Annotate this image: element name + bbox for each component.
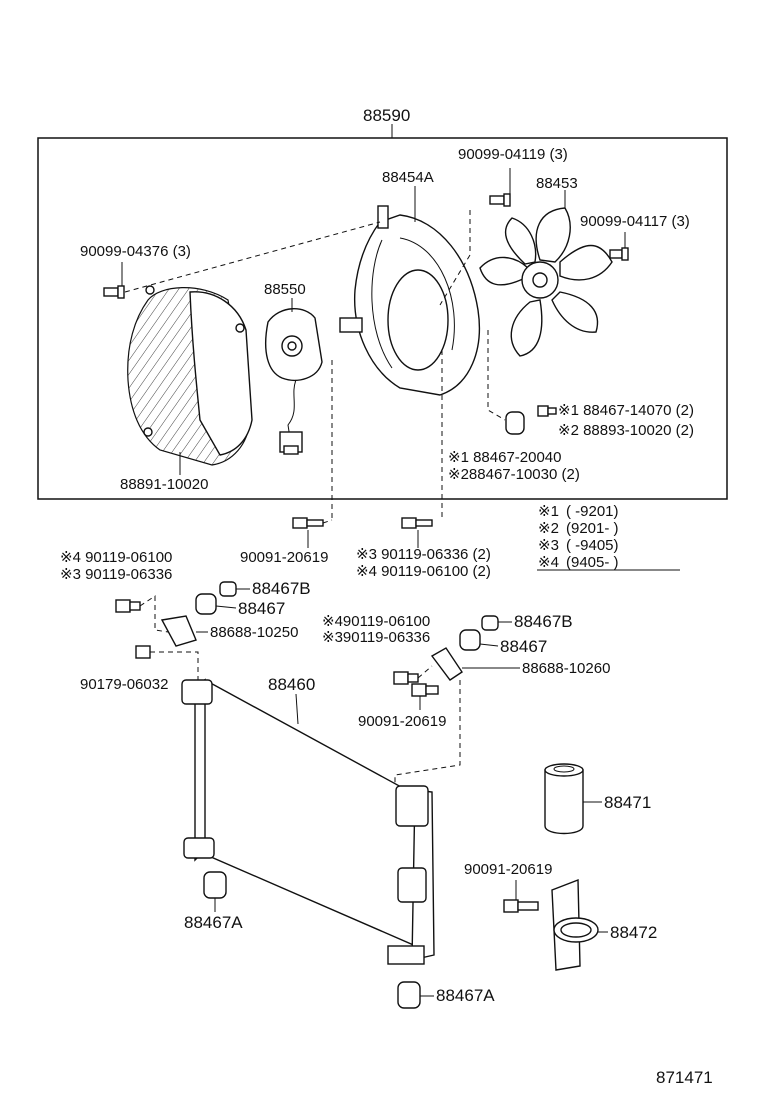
legend-mark-4: ※4	[538, 554, 559, 571]
label-bolt-drier: 90091-20619	[464, 861, 552, 878]
label-cushion-b-left: 88467B	[252, 579, 311, 598]
legend-mark-1: ※1	[538, 503, 559, 520]
cooling-fan-icon	[479, 190, 613, 357]
label-nut-left: 90179-06032	[80, 676, 168, 693]
legend-mark-3: ※3	[538, 537, 559, 554]
label-motor: 88550	[264, 281, 306, 298]
label-shroud-a: 88454A	[382, 169, 434, 186]
label-mount-a-right: 88467A	[436, 986, 495, 1005]
mount-a-right-icon	[397, 981, 434, 1009]
legend: ※1 ( -9201) ※2 (9201- ) ※3 ( -9405) ※4 (…	[538, 503, 619, 571]
label-drier: 88471	[604, 793, 651, 812]
label-cushion-left: 88467	[238, 599, 285, 618]
drier-bracket-icon	[503, 878, 608, 971]
label-assembly: 88590	[363, 106, 410, 125]
screw-04376-icon	[103, 262, 125, 299]
label-bolt-left: 90091-20619	[240, 549, 328, 566]
label-cushion-right: 88467	[500, 637, 547, 656]
fan-shroud-a-icon	[339, 186, 481, 396]
screw-04117-icon	[609, 232, 629, 261]
legend-mark-2: ※2	[538, 520, 559, 537]
label-cushion-b-right: 88467B	[514, 612, 573, 631]
label-shroud-b: 88891-10020	[120, 476, 208, 493]
screw-04119-icon	[489, 168, 511, 207]
label-drier-bracket: 88472	[610, 923, 657, 942]
legend-range-4: (9405- )	[566, 554, 619, 571]
mount-a-left-icon	[203, 871, 227, 912]
legend-range-2: (9201- )	[566, 520, 619, 537]
bracket-right-icon	[393, 615, 520, 800]
label-fan: 88453	[536, 175, 578, 192]
label-note4-left: ※4 90119-06100	[60, 549, 172, 566]
label-note2-mid: ※288467-10030 (2)	[448, 466, 580, 483]
legend-range-1: ( -9201)	[566, 503, 619, 520]
legend-range-3: ( -9405)	[566, 537, 619, 554]
label-screw-04119: 90099-04119 (3)	[458, 146, 568, 163]
label-note2-right: ※2 88893-10020 (2)	[558, 422, 694, 439]
condenser-icon	[181, 678, 435, 965]
diagram-number: 871471	[656, 1068, 713, 1087]
bracket-left-icon	[115, 581, 250, 680]
label-mount-a-left: 88467A	[184, 913, 243, 932]
label-screw-04117: 90099-04117 (3)	[580, 213, 690, 230]
label-note1-mid: ※1 88467-20040	[448, 449, 562, 466]
bolt-mid-upper-icon	[401, 517, 433, 548]
label-bracket-left: 88688-10250	[210, 624, 298, 641]
receiver-drier-icon	[544, 763, 602, 835]
label-note3-right: ※390119-06336	[322, 629, 430, 646]
label-note4-mid: ※4 90119-06100 (2)	[356, 563, 491, 580]
label-bracket-right: 88688-10260	[522, 660, 610, 677]
assembly-frame	[37, 124, 728, 500]
fan-motor-icon	[265, 298, 323, 455]
label-note4-right: ※490119-06100	[322, 613, 430, 630]
label-bolt-mid: 90091-20619	[358, 713, 446, 730]
label-note3-mid: ※3 90119-06336 (2)	[356, 546, 491, 563]
bolt-left-icon	[292, 517, 333, 548]
label-condenser: 88460	[268, 675, 315, 694]
cushion-grommet-icon	[505, 405, 557, 435]
label-screw-04376: 90099-04376 (3)	[80, 243, 191, 260]
fan-shroud-left-icon	[127, 285, 253, 475]
label-note3-left: ※3 90119-06336	[60, 566, 172, 583]
part-labels: 88590 88454A 88453 90099-04119 (3) 90099…	[60, 106, 713, 1087]
label-note1-right: ※1 88467-14070 (2)	[558, 402, 694, 419]
